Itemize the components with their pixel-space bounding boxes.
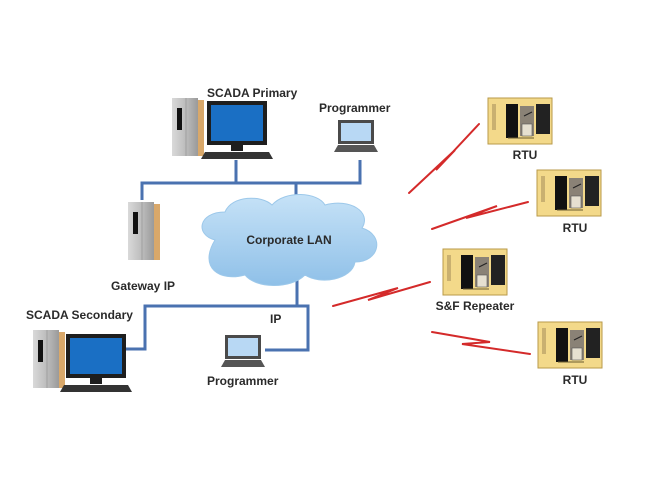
- wire-programmer-bottom: [265, 304, 310, 352]
- programmer-bottom-label: Programmer: [207, 374, 279, 388]
- rtu-1: RTU: [487, 97, 553, 162]
- gateway: Gateway IP: [111, 201, 175, 293]
- radio-link-rtu2: [431, 201, 529, 230]
- laptop-icon: [334, 120, 378, 152]
- wire-lan-down: [122, 280, 299, 351]
- radio-link-rtu1: [408, 123, 480, 194]
- programmer-top: Programmer: [319, 101, 391, 152]
- scada-secondary: SCADA Secondary: [26, 308, 133, 392]
- lan-label: Corporate LAN: [246, 233, 331, 247]
- rtu-2: RTU: [536, 169, 602, 235]
- programmer-top-label: Programmer: [319, 101, 391, 115]
- ip-label: IP: [270, 312, 281, 326]
- programmer-bottom: Programmer IP: [207, 312, 281, 388]
- server-tower-icon: [32, 329, 66, 389]
- rtu-3: RTU: [537, 321, 603, 387]
- rtu-3-label: RTU: [563, 373, 588, 387]
- scada-primary: SCADA Primary: [171, 86, 298, 159]
- server-tower-icon: [171, 97, 205, 157]
- sf-repeater: S&F Repeater: [436, 248, 515, 313]
- repeater-cabinet-icon: [442, 248, 508, 296]
- gateway-tower-icon: [127, 201, 161, 261]
- radio-links: [332, 123, 531, 355]
- monitor-icon: [60, 334, 132, 392]
- gateway-label: Gateway IP: [111, 279, 175, 293]
- rtu-1-label: RTU: [513, 148, 538, 162]
- radio-link-rtu3: [431, 331, 531, 355]
- corporate-lan-cloud: Corporate LAN: [201, 194, 378, 286]
- rtu-cabinet-icon: [537, 321, 603, 369]
- wired-links: [122, 160, 362, 352]
- scada-primary-label: SCADA Primary: [207, 86, 298, 100]
- wire-top-bus: [140, 160, 362, 200]
- scada-secondary-label: SCADA Secondary: [26, 308, 133, 322]
- rtu-2-label: RTU: [563, 221, 588, 235]
- monitor-icon: [201, 101, 273, 159]
- laptop-icon: [221, 335, 265, 367]
- rtu-cabinet-icon: [536, 169, 602, 217]
- rtu-cabinet-icon: [487, 97, 553, 145]
- repeater-label: S&F Repeater: [436, 299, 515, 313]
- radio-link-repeater: [332, 281, 431, 307]
